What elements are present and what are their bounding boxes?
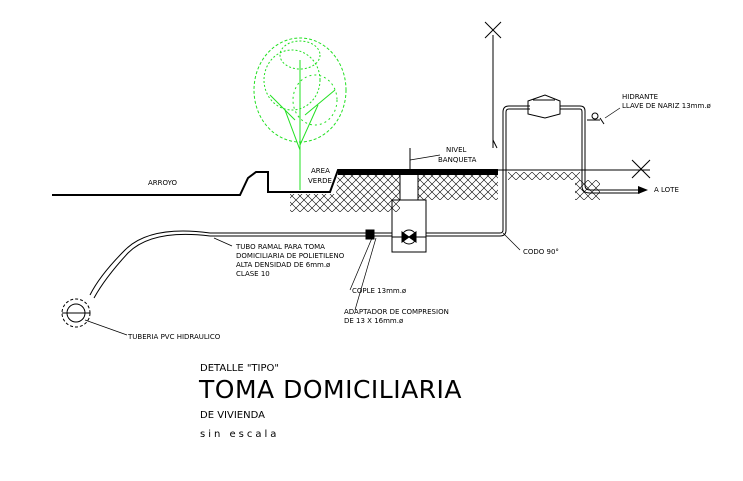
label-a-lote: A LOTE	[654, 186, 679, 194]
service-pipe	[210, 94, 640, 240]
title-detalle: DETALLE "TIPO"	[200, 363, 279, 374]
title-subtitle: DE VIVIENDA	[200, 410, 265, 421]
title-scale: sin escala	[200, 429, 279, 440]
label-tubo-3: ALTA DENSIDAD DE 6mm.ø	[236, 261, 331, 269]
label-tubo-2: DOMICILIARIA DE POLIETILENO	[236, 252, 345, 260]
label-adaptador-2: DE 13 X 16mm.ø	[344, 317, 404, 325]
label-hidrante-1: HIDRANTE	[622, 93, 658, 101]
label-hidrante-2: LLAVE DE NARIZ 13mm.ø	[622, 102, 712, 110]
a-lote-arrow	[600, 186, 648, 194]
label-adaptador-1: ADAPTADOR DE COMPRESION	[344, 308, 449, 316]
branch-curve	[61, 230, 211, 328]
label-tubo-1: TUBO RAMAL PARA TOMA	[235, 243, 325, 251]
ground-profile	[52, 169, 650, 196]
label-cople: COPLE 13mm.ø	[352, 287, 407, 295]
tree-icon	[253, 37, 347, 190]
meter-box	[391, 148, 427, 253]
label-codo: CODO 90°	[523, 248, 559, 256]
label-tubo-4: CLASE 10	[236, 270, 270, 278]
label-tuberia: TUBERIA PVC HIDRAULICO	[127, 333, 221, 341]
label-nivel-1: NIVEL	[446, 146, 467, 154]
label-area-verde-1: AREA	[311, 167, 330, 175]
label-area-verde-2: VERDE	[308, 177, 332, 185]
page-title: TOMA DOMICILIARIA	[198, 375, 462, 404]
vent-pole	[484, 21, 651, 179]
label-nivel-2: BANQUETA	[438, 156, 477, 164]
label-arroyo: ARROYO	[148, 179, 178, 187]
leader-lines	[84, 107, 621, 336]
